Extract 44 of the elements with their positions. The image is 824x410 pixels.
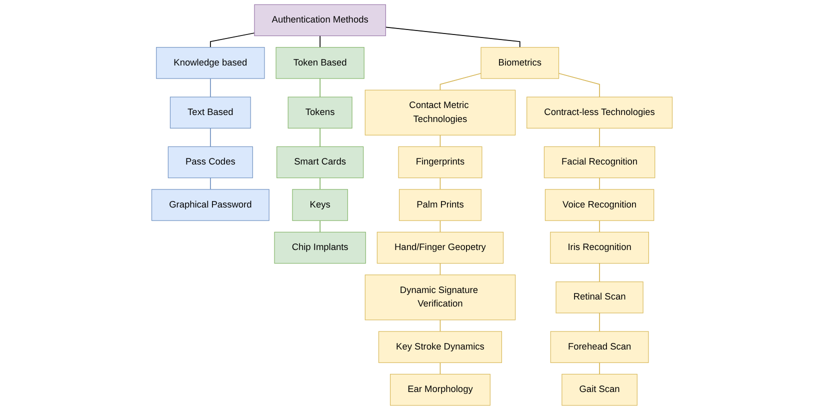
node-box: Iris Recognition [550,232,649,264]
node-box: Forehead Scan [550,331,649,363]
node-box: Dynamic Signature Verification [364,274,516,320]
node-box: Text Based [170,96,251,128]
connector [210,128,211,148]
node-box: Authentication Methods [254,4,386,36]
node-box: Knowledge based [156,47,265,79]
connector [440,177,441,190]
connector [599,177,600,190]
connector [385,26,520,48]
node-box: Biometrics [480,47,560,79]
node-box: Tokens [288,96,352,128]
node-box: Palm Prints [398,189,482,221]
connector [599,220,600,233]
connector [210,78,211,98]
connector [440,72,482,91]
connector [440,319,441,332]
node-box: Contract-less Technologies [526,96,673,128]
node-box: Smart Cards [276,146,364,178]
node-box: Graphical Password [151,189,270,221]
connector [599,262,600,282]
node-box: Contact Metric Technologies [364,90,516,136]
node-box: Key Stroke Dynamics [378,331,502,363]
connector [440,362,441,375]
node-box: Token Based [276,47,364,79]
connector [599,128,600,148]
connector [558,72,600,98]
node-box: Gait Scan [562,374,638,406]
connector [599,362,600,375]
node-box: Keys [292,189,348,221]
node-box: Retinal Scan [556,282,644,314]
node-box: Pass Codes [168,146,253,178]
connector [440,134,441,148]
connector [440,220,441,233]
node-box: Facial Recognition [544,146,656,178]
connector [440,262,441,276]
node-box: Chip Implants [274,232,366,264]
node-box: Voice Recognition [544,189,654,221]
connector [210,32,255,48]
node-box: Hand/Finger Geopetry [376,232,504,264]
node-box: Ear Morphology [390,374,490,406]
node-box: Fingerprints [398,146,482,178]
connector [210,177,211,190]
connector [599,312,600,332]
